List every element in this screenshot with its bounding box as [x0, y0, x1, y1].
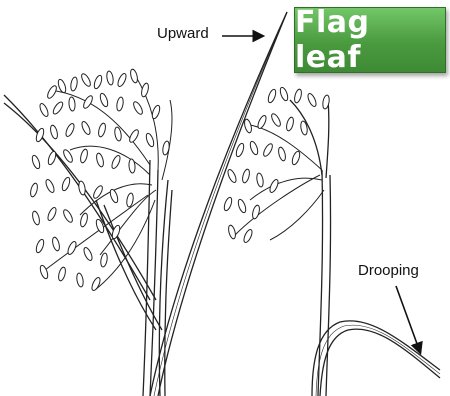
right-panicle-branches [235, 125, 324, 240]
right-panicle-grains [223, 86, 330, 243]
drooping-arrow [396, 286, 420, 352]
right-plant-stem [290, 100, 331, 396]
flag-leaf-title-badge: Flag leaf [294, 7, 446, 73]
upward-label: Upward [157, 25, 209, 42]
drooping-label: Drooping [358, 262, 419, 279]
drooping-flag-leaf [312, 321, 440, 396]
title-text: Flag leaf [295, 5, 445, 75]
